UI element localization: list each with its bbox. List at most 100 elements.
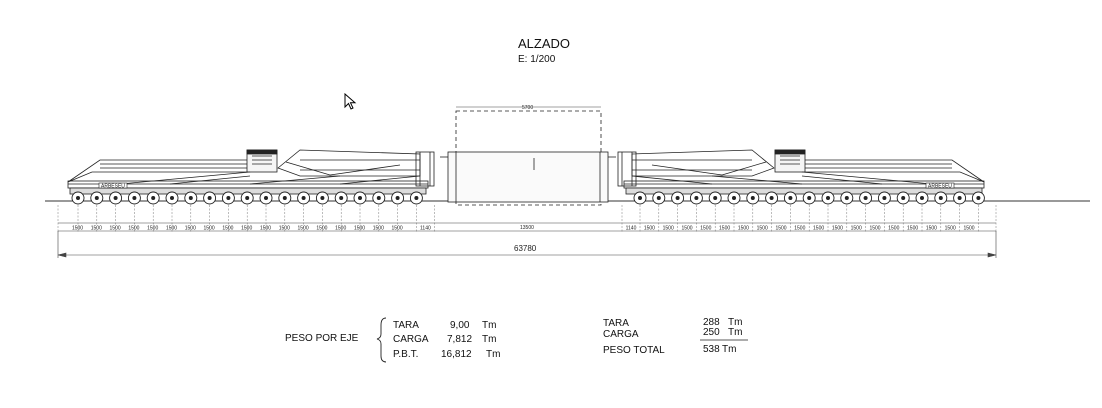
wheel [184,191,198,205]
axle-pbt-unit: Tm [486,349,501,360]
wheel-group [71,191,985,205]
total-tara-unit: Tm [728,317,743,328]
segment-label: 1500 [222,226,233,232]
wheel [90,191,104,205]
wheel [689,191,703,205]
scale-label: E: 1/200 [518,54,556,65]
wheel [221,191,235,205]
segment-label: 1500 [72,226,83,232]
axle-weight-heading: PESO POR EJE [285,333,359,344]
wheel [297,191,311,205]
wheel [109,191,123,205]
wheel [372,191,386,205]
marker-right-text: ARBESEU [928,184,952,190]
wheel [71,191,85,205]
segment-label: 1500 [738,226,749,232]
weights-brace [376,317,387,363]
wheel [802,191,816,205]
center-segment-label: 13500 [520,225,534,231]
wheel [953,191,967,205]
segment-label: 1500 [392,226,403,232]
total-peso-unit: Tm [722,344,737,355]
total-peso-name: PESO TOTAL [603,345,665,356]
segment-label: 1500 [279,226,290,232]
axle-dimension-chain: 1500 1500 1500 1500 1500 1500 1500 1500 1500 1500… [57,205,997,233]
segment-label: 1500 [128,226,139,232]
wheel [315,191,329,205]
segment-label: 1500 [945,226,956,232]
segment-label: 1500 [869,226,880,232]
wheel [391,191,405,205]
segment-label: 1500 [757,226,768,232]
wheel [652,191,666,205]
segment-label: 1500 [373,226,384,232]
segment-label: 1500 [166,226,177,232]
segment-label: 1500 [316,226,327,232]
wheel [334,191,348,205]
wheel [934,191,948,205]
segment-label: 1500 [204,226,215,232]
total-carga-value: 250 [703,327,720,338]
segment-label: 1500 [963,226,974,232]
right-trailer [617,149,985,195]
marker-left-text: ARBESEU [101,184,125,190]
axle-tara-name: TARA [393,320,419,331]
total-carga-name: CARGA [603,329,639,340]
segment-label: 1500 [794,226,805,232]
load-width-label: 5700 [522,105,533,111]
segment-label: 1500 [354,226,365,232]
wheel [746,191,760,205]
segment-label: 1140 [626,226,637,232]
wheel [877,191,891,205]
axle-pbt-value: 16,812 [441,349,472,360]
total-carga-unit: Tm [728,327,743,338]
overall-dimension [57,231,997,258]
segment-label: 1500 [832,226,843,232]
axle-carga-value: 7,812 [447,334,473,345]
axle-tara-unit: Tm [482,320,497,331]
segment-label: 1500 [260,226,271,232]
segment-label: 1500 [298,226,309,232]
segment-label: 1500 [147,226,158,232]
wheel [896,191,910,205]
wheel [278,191,292,205]
segment-label: 1500 [851,226,862,232]
segment-label: 1500 [888,226,899,232]
mouse-pointer-icon [344,92,358,116]
wheel [409,191,423,205]
wheel [859,191,873,205]
segment-label: 1500 [335,226,346,232]
wheel [915,191,929,205]
wheel [633,191,647,205]
segment-label: 1500 [719,226,730,232]
wheel [146,191,160,205]
page-title: ALZADO [518,36,571,51]
axle-tara-value: 9,00 [450,320,470,331]
wheel [671,191,685,205]
segment-label: 1500 [110,226,121,232]
axle-pbt-name: P.B.T. [393,349,419,360]
segment-label: 1500 [907,226,918,232]
segment-label: 1500 [700,226,711,232]
segment-label: 1500 [813,226,824,232]
axle-carga-name: CARGA [393,334,429,345]
total-length-label: 63780 [514,244,537,253]
segment-label: 1500 [644,226,655,232]
segment-label: 1500 [91,226,102,232]
wheel [821,191,835,205]
wheel [240,191,254,205]
segment-label: 1500 [681,226,692,232]
total-tara-name: TARA [603,318,629,329]
wheel [708,191,722,205]
wheel [353,191,367,205]
segment-label: 1500 [663,226,674,232]
wheel [727,191,741,205]
wheel [203,191,217,205]
wheel [765,191,779,205]
wheel [783,191,797,205]
segment-label: 1500 [185,226,196,232]
wheel [840,191,854,205]
segment-label: 1500 [775,226,786,232]
segment-label: 1500 [241,226,252,232]
